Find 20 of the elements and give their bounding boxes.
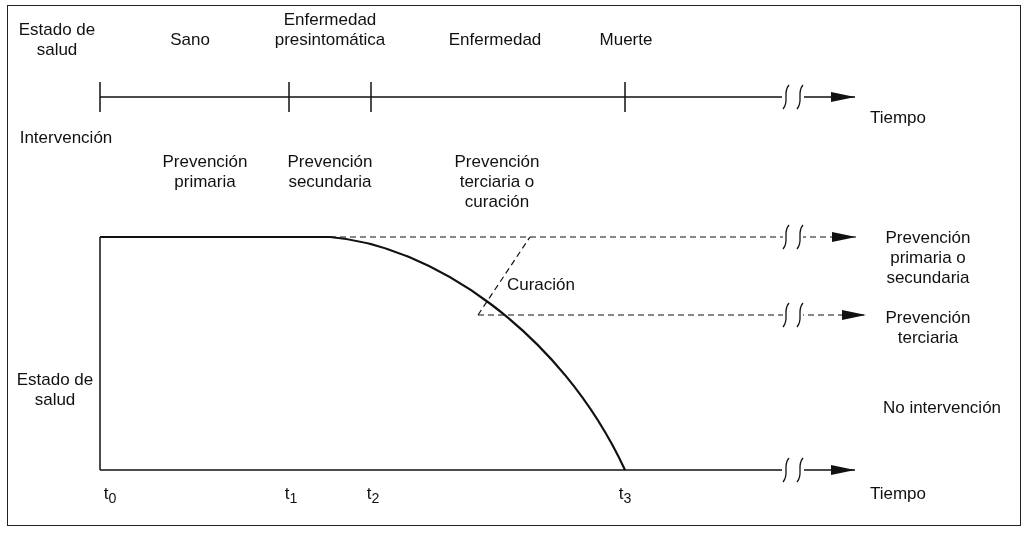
axis-label: Tiempo [869, 484, 927, 504]
stage-label: Enfermedad [448, 30, 542, 50]
time-mark: t$_{3}$ [618, 484, 632, 509]
axis-label: Tiempo [869, 108, 927, 128]
stage-label: Muerte [599, 30, 653, 50]
stage-label: Sano [170, 30, 210, 50]
time-mark: t$_{2}$ [366, 484, 380, 509]
axis-label: Estado de salud [15, 370, 95, 410]
phase-label: Prevención primaria [161, 152, 249, 192]
stage-label: Enfermedad presintomática [273, 10, 387, 50]
phase-label: Prevención secundaria [286, 152, 374, 192]
time-mark: t$_{0}$ [103, 484, 117, 509]
outcome-label: Prevención terciaria [868, 308, 988, 348]
outcome-label: Prevención primaria o secundaria [858, 228, 998, 288]
axis-label: Intervención [19, 128, 113, 148]
path-label: Curación [507, 275, 575, 295]
phase-label: Prevención terciaria o curación [453, 152, 541, 212]
path-label: No intervención [882, 398, 1002, 418]
axis-label: Estado de salud [17, 20, 97, 60]
time-mark: t$_{1}$ [284, 484, 298, 509]
